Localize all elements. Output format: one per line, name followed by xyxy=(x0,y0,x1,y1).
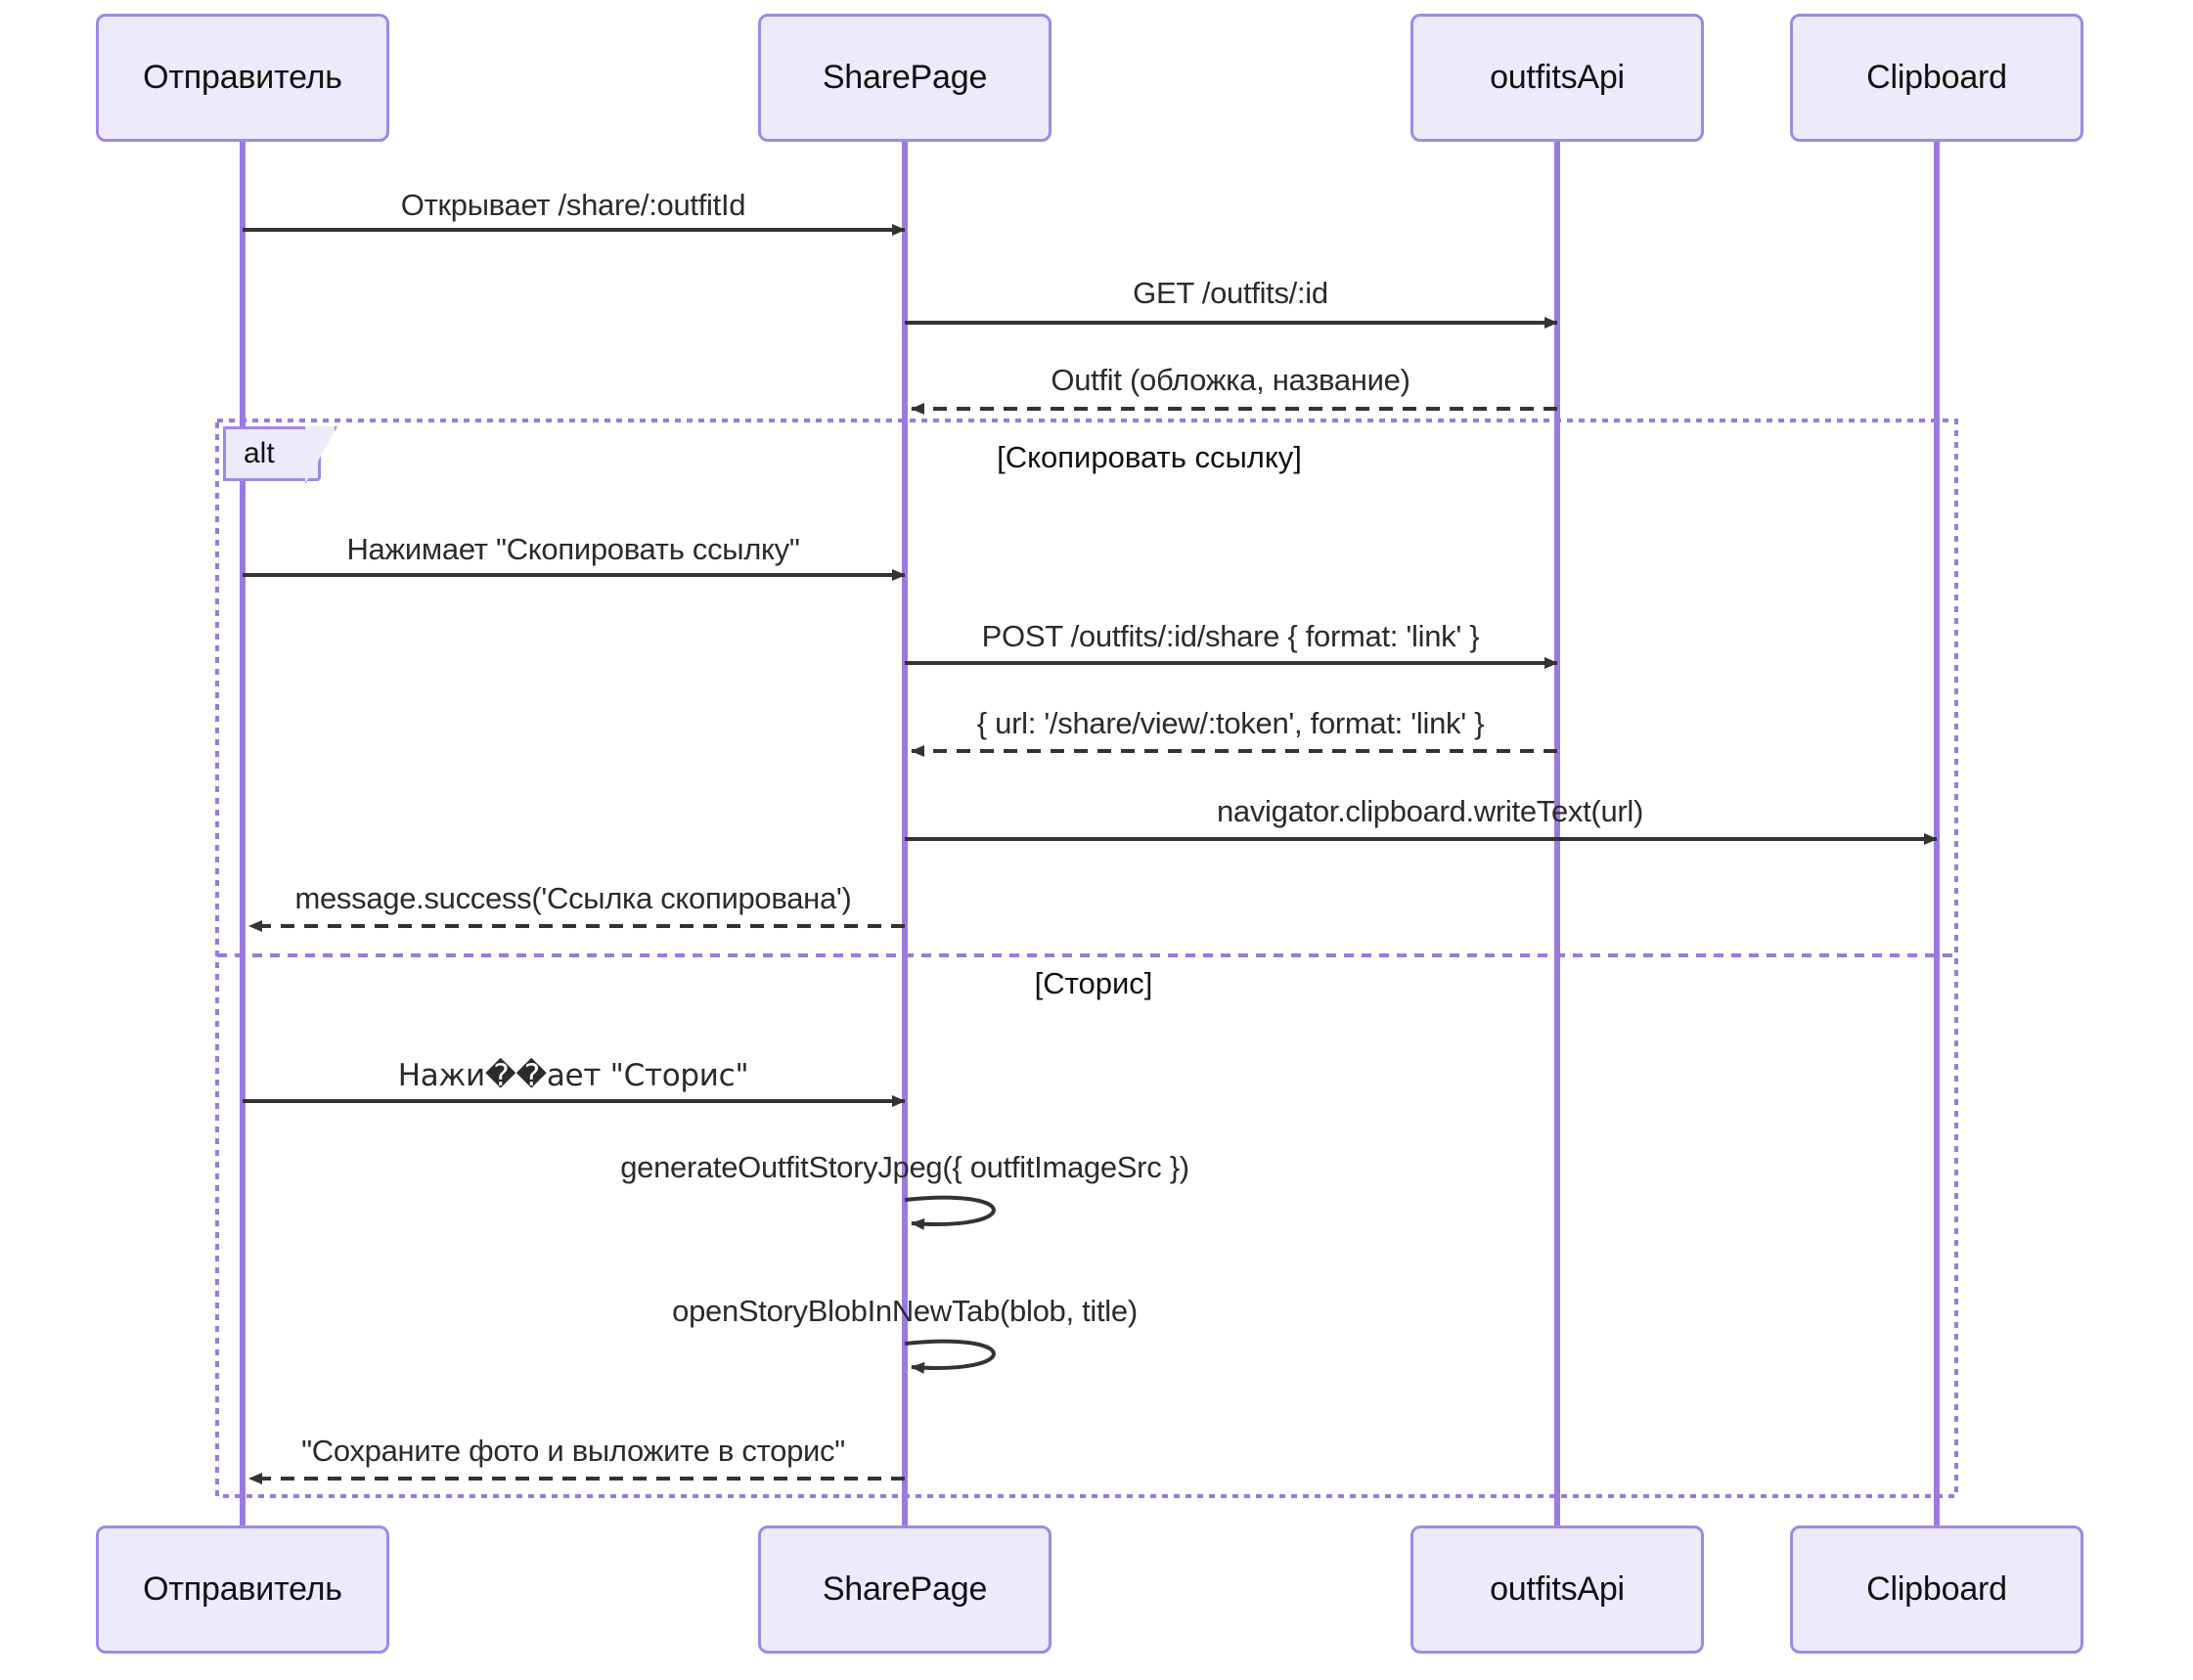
message-label-m12: "Сохраните фото и выложите в сторис" xyxy=(301,1434,845,1468)
message-arrows xyxy=(243,224,1938,1484)
message-label-m9: Нажи��ает "Сторис" xyxy=(397,1058,749,1093)
message-label-m5: POST /outfits/:id/share { format: 'link'… xyxy=(981,619,1480,653)
alt-block-frame xyxy=(215,419,1958,1498)
participant-box-clipboard-bottom[interactable]: Clipboard xyxy=(1790,1525,2083,1654)
message-label-m3: Outfit (обложка, название) xyxy=(1051,363,1410,397)
message-label-m4: Нажимает "Скопировать ссылку" xyxy=(346,532,800,566)
message-label-m1: Открывает /share/:outfitId xyxy=(400,188,746,222)
message-label-m11: openStoryBlobInNewTab(blob, title) xyxy=(672,1294,1138,1328)
message-label-m10: generateOutfitStoryJpeg({ outfitImageSrc… xyxy=(620,1150,1189,1184)
participant-label-sender-bottom: Отправитель xyxy=(143,1570,342,1608)
participant-box-sharepage-top[interactable]: SharePage xyxy=(758,14,1052,142)
participant-box-api-bottom[interactable]: outfitsApi xyxy=(1410,1525,1704,1654)
message-label-m8: message.success('Ссылка скопирована') xyxy=(294,881,852,915)
participant-box-sender-top[interactable]: Отправитель xyxy=(96,14,389,142)
participant-label-sender: Отправитель xyxy=(143,59,342,96)
participant-label-api-bottom: outfitsApi xyxy=(1490,1570,1625,1608)
arrow-m10-self xyxy=(904,1195,996,1230)
message-label-m6: { url: '/share/view/:token', format: 'li… xyxy=(976,706,1485,740)
participant-label-api: outfitsApi xyxy=(1490,59,1625,96)
participant-label-sharepage: SharePage xyxy=(822,59,988,96)
participant-box-api-top[interactable]: outfitsApi xyxy=(1410,14,1704,142)
participant-box-sharepage-bottom[interactable]: SharePage xyxy=(758,1525,1052,1654)
participant-box-clipboard-top[interactable]: Clipboard xyxy=(1790,14,2083,142)
participant-label-sharepage-bottom: SharePage xyxy=(822,1570,988,1608)
participant-label-clipboard: Clipboard xyxy=(1866,59,2007,96)
message-label-m7: navigator.clipboard.writeText(url) xyxy=(1216,794,1644,828)
alt-condition-2: [Сторис] xyxy=(1034,966,1153,1000)
message-label-m2: GET /outfits/:id xyxy=(1133,276,1328,310)
participant-box-sender-bottom[interactable]: Отправитель xyxy=(96,1525,389,1654)
alt-condition-1: [Скопировать ссылку] xyxy=(997,440,1302,474)
arrow-m11-self xyxy=(904,1339,996,1374)
alt-block-tag: alt xyxy=(223,426,321,481)
alt-block-tag-label: alt xyxy=(244,437,275,469)
participant-label-clipboard-bottom: Clipboard xyxy=(1866,1570,2007,1608)
